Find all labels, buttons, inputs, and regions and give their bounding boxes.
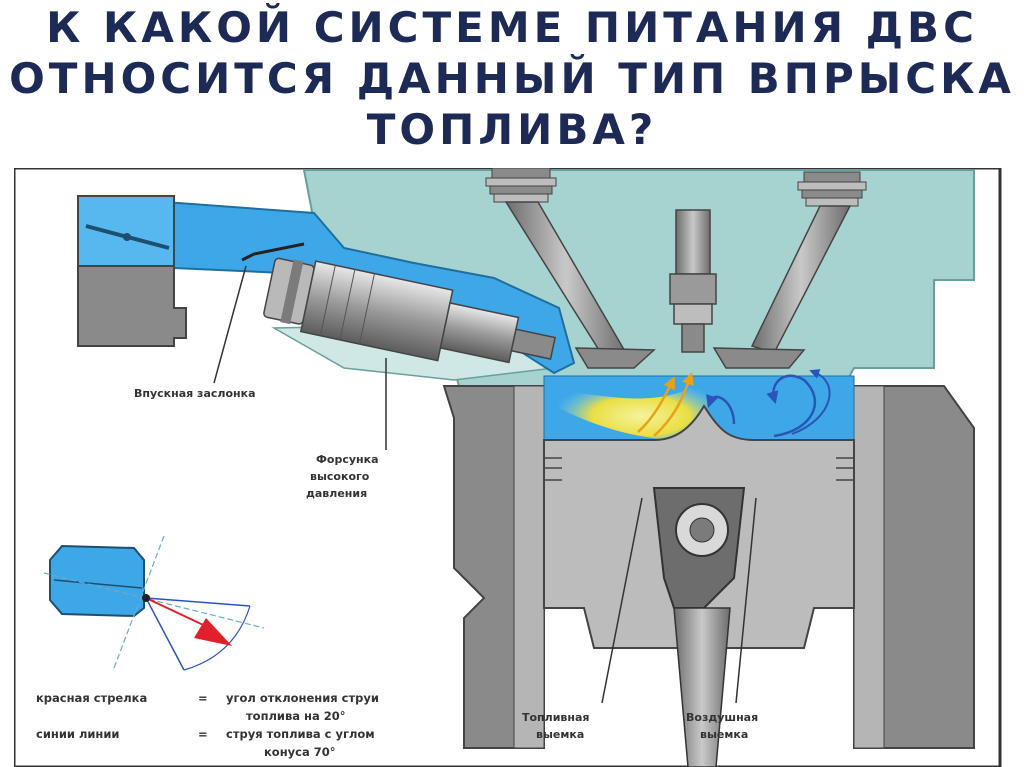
tumble-flap bbox=[241, 242, 305, 262]
legend: красная стрелка = угол отклонения струи … bbox=[36, 691, 379, 759]
label-intake-flap: Впускная заслонка bbox=[134, 387, 256, 400]
engine-diagram: Впускная заслонка Форсунка высокого давл… bbox=[14, 168, 1002, 767]
label-injector-2: высокого bbox=[310, 470, 370, 483]
legend-blue-def-2: конуса 70° bbox=[264, 745, 335, 759]
cylinder-liner-right bbox=[853, 385, 885, 749]
fuel-flow-arrow-1 bbox=[637, 376, 675, 433]
title-line-3: ТОПЛИВА? bbox=[366, 105, 658, 154]
high-pressure-injector bbox=[263, 257, 556, 364]
legend-red-def-2: топлива на 20° bbox=[246, 709, 346, 723]
page-title: К КАКОЙ СИСТЕМЕ ПИТАНИЯ ДВС ОТНОСИТСЯ ДА… bbox=[0, 2, 1024, 155]
label-injector-1: Форсунка bbox=[316, 453, 379, 466]
label-fuel-recess-2: выемка bbox=[536, 728, 584, 741]
spark-plug bbox=[669, 209, 717, 353]
legend-blue-def-1: струя топлива с углом bbox=[226, 727, 375, 741]
legend-red-term: красная стрелка bbox=[36, 691, 147, 705]
exhaust-valve bbox=[712, 171, 867, 369]
piston-rings bbox=[544, 457, 854, 481]
intake-housing bbox=[77, 265, 187, 347]
label-air-recess-1: Воздушная bbox=[686, 711, 758, 724]
spray-angle-inset bbox=[43, 535, 265, 671]
intake-housing-top bbox=[77, 195, 175, 267]
cylinder-liner-left bbox=[513, 385, 545, 749]
legend-blue-eq: = bbox=[198, 727, 208, 741]
fuel-flow-arrow-2 bbox=[653, 372, 694, 437]
label-injector-3: давления bbox=[306, 487, 367, 500]
intake-port bbox=[81, 194, 576, 375]
legend-red-def-1: угол отклонения струи bbox=[226, 691, 379, 705]
leader-lines bbox=[213, 265, 757, 704]
intake-valve bbox=[485, 168, 656, 369]
throttle-axis bbox=[123, 233, 131, 241]
title-line-1: К КАКОЙ СИСТЕМЕ ПИТАНИЯ ДВС bbox=[46, 3, 978, 52]
label-fuel-recess-1: Топливная bbox=[522, 711, 589, 724]
connecting-rod bbox=[652, 487, 746, 767]
fuel-spray-cloud bbox=[559, 380, 708, 440]
air-swirl-arrow-3 bbox=[791, 369, 831, 435]
legend-red-eq: = bbox=[198, 691, 208, 705]
air-swirl-arrow-2 bbox=[766, 374, 817, 438]
legend-blue-term: синии линии bbox=[36, 727, 119, 741]
red-arrow bbox=[194, 618, 232, 646]
title-line-2: ОТНОСИТСЯ ДАННЫЙ ТИП ВПРЫСКА bbox=[9, 54, 1015, 103]
label-air-recess-2: выемка bbox=[700, 728, 748, 741]
air-swirl-arrow-1 bbox=[706, 394, 736, 425]
